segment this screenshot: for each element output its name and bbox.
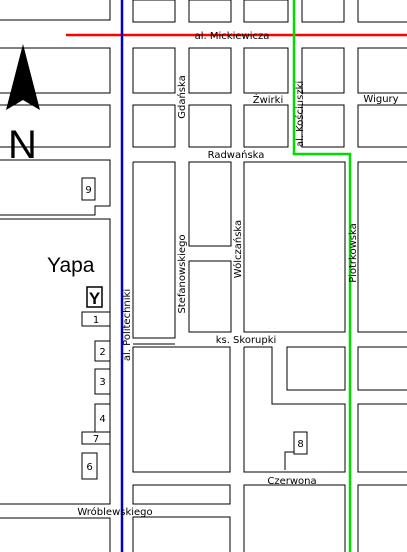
city-block (243, 484, 346, 552)
city-block (301, 104, 345, 148)
city-block (132, 346, 231, 473)
street-label-piotrkowska: Piotrkowska (348, 223, 359, 282)
street-label-czerwona: Czerwona (267, 476, 316, 487)
city-block (132, 104, 176, 148)
city-block (0, 159, 111, 216)
city-block (301, 47, 345, 94)
building-2[interactable] (94, 340, 111, 362)
city-block (132, 0, 176, 23)
city-block (301, 0, 345, 23)
street-label-gdanska: Gdańska (176, 75, 188, 119)
city-block (357, 47, 407, 94)
building-4-label: 4 (99, 414, 105, 425)
city-block (188, 161, 232, 247)
city-block (0, 104, 111, 148)
city-block (357, 484, 407, 552)
city-block (243, 104, 289, 148)
street-label-wigury: Wigury (363, 94, 398, 105)
city-block (357, 346, 407, 391)
building-7-label: 7 (93, 434, 99, 445)
building-8-label: 9 (85, 185, 91, 196)
building-9[interactable] (293, 431, 308, 455)
city-block (188, 0, 232, 23)
street-label-mickiewicza: al. Mickiewicza (195, 31, 270, 42)
street-label-radwanska: Radwańska (208, 149, 265, 161)
building-7[interactable] (81, 431, 111, 445)
city-block (357, 161, 407, 333)
place-marker-box (86, 286, 103, 308)
city-block (132, 516, 231, 552)
building-9-connector (284, 451, 294, 470)
street-label-stefanowskiego: Stefanowskiego (177, 234, 188, 313)
city-block (0, 517, 111, 552)
street-label-wolczanska: Wólczańska (232, 220, 244, 278)
city-block (357, 0, 407, 23)
street-label-kosciuszki: al. Kościuszki (294, 81, 306, 147)
street-label-skorupki: ks. Skorupki (216, 335, 277, 346)
city-block (132, 484, 231, 505)
building-6[interactable] (81, 452, 98, 480)
city-block (357, 403, 407, 473)
building-8[interactable] (81, 177, 96, 201)
city-block (243, 47, 289, 94)
building-2-label: 2 (99, 347, 105, 358)
city-block (243, 346, 346, 473)
city-block (357, 104, 407, 148)
place-name: Yapa (47, 254, 95, 277)
building-9-label: 8 (297, 439, 303, 450)
street-label-politechniki: al. Politechniki (122, 289, 133, 361)
city-block (243, 161, 346, 333)
building-3-label: 3 (99, 377, 105, 388)
city-block (286, 346, 346, 391)
city-block (132, 47, 176, 94)
city-block (188, 260, 232, 333)
building-1-label: 1 (93, 315, 99, 326)
building-6-label: 6 (86, 462, 92, 473)
north-label: N (8, 123, 37, 167)
place-marker: Y (89, 289, 101, 308)
street-label-zwirki: Żwirki (253, 93, 284, 106)
building-3[interactable] (94, 368, 111, 395)
city-block (132, 161, 176, 339)
building-1[interactable] (81, 311, 111, 327)
north-arrow-icon (6, 44, 40, 110)
city-block (0, 47, 111, 94)
north-arrow: N (6, 44, 40, 167)
green-route-line (292, 0, 352, 552)
city-block (188, 104, 232, 148)
city-block (188, 47, 232, 94)
city-block (0, 0, 111, 21)
street-label-wroblewskiego: Wróblewskiego (77, 506, 152, 518)
city-block (243, 0, 289, 23)
